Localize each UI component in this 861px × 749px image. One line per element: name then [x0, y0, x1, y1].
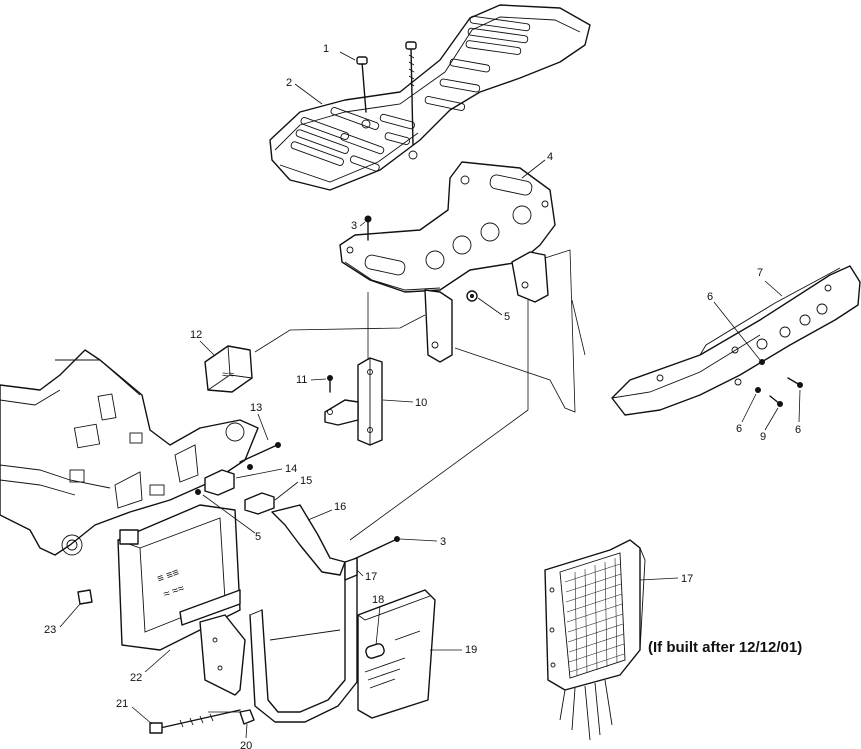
- svg-text:≈≈: ≈≈: [222, 369, 234, 381]
- callout-17-a: 17: [365, 571, 377, 583]
- callout-6-b: 6: [736, 423, 742, 435]
- callout-16: 16: [334, 501, 346, 513]
- callout-17-b: 17: [681, 573, 693, 585]
- bumper-part: [611, 265, 861, 416]
- callout-3-upper: 3: [351, 220, 357, 232]
- hoop-part-17: [249, 557, 358, 723]
- callout-9: 9: [760, 431, 766, 443]
- screw-part-3-upper: [364, 215, 372, 241]
- block-part-15: [244, 492, 275, 515]
- callout-18: 18: [372, 594, 384, 606]
- tube-part-16: [271, 504, 346, 576]
- nut-part-5-lower: [195, 489, 201, 495]
- panel-part-19: [357, 589, 436, 719]
- assembly-lines: [208, 249, 586, 713]
- screw-part-11: [327, 375, 333, 393]
- inset-note: (If built after 12/12/01): [648, 639, 802, 656]
- block-part-14: [204, 464, 253, 496]
- callout-1: 1: [323, 43, 329, 55]
- callout-19: 19: [465, 644, 477, 656]
- front-rack-part: [269, 4, 591, 191]
- part-23: [77, 589, 93, 605]
- callout-23: 23: [44, 624, 56, 636]
- screw-part-3-lower: [351, 536, 400, 561]
- callout-12: 12: [190, 329, 202, 341]
- nut-part-20: [239, 709, 255, 725]
- callout-14: 14: [285, 463, 297, 475]
- callout-6-c: 6: [795, 424, 801, 436]
- callout-3-lower: 3: [440, 536, 446, 548]
- callout-10: 10: [415, 397, 427, 409]
- nut-part-5-upper: [466, 290, 478, 302]
- callouts: 1 2 3 4 5 6 7 6 9 6 10 11 12 13 14 15 5: [44, 43, 801, 749]
- callout-5-upper: 5: [504, 311, 510, 323]
- radiator-part-22: ≡ ≡≡ ≈ ≈≈: [117, 504, 241, 651]
- callout-15: 15: [300, 475, 312, 487]
- callout-5-lower: 5: [255, 531, 261, 543]
- bumper-hardware: [755, 359, 803, 407]
- callout-21: 21: [116, 698, 128, 710]
- callout-4: 4: [547, 151, 553, 163]
- callout-6-a: 6: [707, 291, 713, 303]
- callout-20: 20: [240, 740, 252, 749]
- inset-screen: [544, 539, 646, 741]
- callout-11: 11: [296, 374, 307, 386]
- block-part-12: ≈≈: [204, 345, 253, 393]
- frame-part: [0, 349, 259, 556]
- bolt-part-1: [356, 41, 418, 160]
- rack-support-part: [339, 161, 556, 363]
- side-plate: [199, 614, 246, 696]
- mount-bracket-part: [324, 357, 383, 446]
- callout-2: 2: [286, 77, 292, 89]
- bolt-part-21: [149, 709, 241, 734]
- callout-13: 13: [250, 402, 262, 414]
- callout-22: 22: [130, 672, 142, 684]
- callout-7: 7: [757, 267, 763, 279]
- bolt-part-13: [239, 442, 281, 463]
